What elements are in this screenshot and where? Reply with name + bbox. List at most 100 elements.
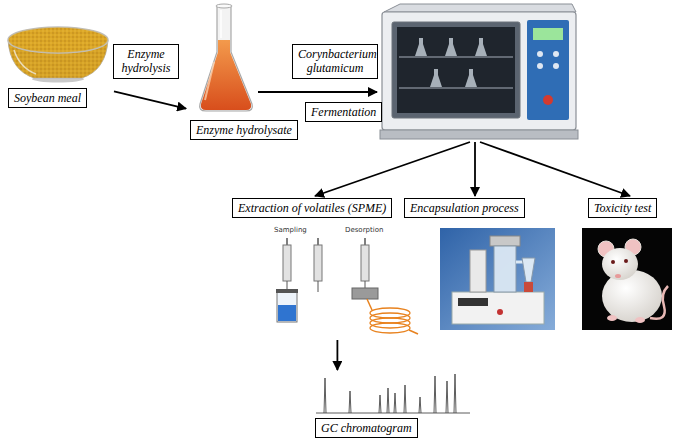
flask <box>200 4 253 111</box>
spme-scheme <box>370 323 410 333</box>
caption-box: Enzyme hydrolysate <box>190 120 298 140</box>
mouse-photo <box>607 315 617 321</box>
process-arrow <box>258 92 630 196</box>
incubator <box>553 63 559 69</box>
incubator <box>543 95 553 105</box>
box-text: Enzyme hydrolysis <box>122 47 171 75</box>
soybean-bowl <box>8 27 108 83</box>
incubator <box>392 22 520 118</box>
spray-dryer-photo <box>452 292 544 324</box>
incubator <box>475 38 487 56</box>
process-box: Enzyme hydrolysis <box>113 44 179 79</box>
incubator <box>533 28 563 40</box>
soybean-bowl <box>8 27 108 53</box>
spray-dryer-photo <box>497 309 503 315</box>
figure-label: Sampling <box>273 226 308 234</box>
incubator <box>380 4 578 139</box>
figure-node: Encapsulation process <box>404 198 556 330</box>
flow-arrow <box>114 91 186 108</box>
incubator <box>380 130 578 139</box>
mouse-photo <box>635 317 645 323</box>
box-text: Encapsulation process <box>410 201 519 215</box>
caption-box: Toxicity test <box>588 198 657 218</box>
incubator <box>465 69 477 87</box>
spme-scheme <box>276 238 418 334</box>
flask <box>200 6 253 111</box>
gc-chromatogram-plot <box>316 374 470 413</box>
incubator <box>384 4 576 12</box>
mouse-photo <box>602 248 638 280</box>
figure-node: Toxicity test <box>588 198 674 330</box>
figure-node: Extraction of volatiles (SPME) <box>232 198 402 338</box>
caption-box: Fermentation <box>305 102 382 122</box>
incubator <box>553 51 559 57</box>
incubator <box>445 38 457 56</box>
caption-box: Corynbacterium glutamicum <box>292 44 378 79</box>
spray-dryer-photo <box>470 250 486 292</box>
mouse-photo <box>582 228 672 330</box>
box-text: Fermentation <box>311 105 376 119</box>
figure-node: Enzyme hydrolysate <box>188 4 298 146</box>
caption-box: Encapsulation process <box>404 198 525 218</box>
flask <box>205 62 214 100</box>
box-text: Soybean meal <box>14 91 81 105</box>
incubator <box>430 69 442 87</box>
box-text: GC chromatogram <box>321 421 412 435</box>
soybean-bowl <box>14 50 36 74</box>
spray-dryer-photo <box>440 228 555 330</box>
spray-dryer-photo <box>524 282 533 292</box>
spme-scheme <box>314 245 322 281</box>
figure-node: GC chromatogram <box>312 372 474 440</box>
process-arrow <box>480 142 630 196</box>
flask <box>201 40 251 110</box>
box-text: Corynbacterium glutamicum <box>298 47 377 75</box>
soybean-bowl <box>8 27 108 53</box>
spme-scheme <box>277 292 297 322</box>
spray-dryer-photo <box>458 298 488 306</box>
incubator <box>397 27 515 113</box>
spme-scheme <box>283 245 291 281</box>
spray-dryer-photo <box>494 246 516 292</box>
box-text: Extraction of volatiles (SPME) <box>238 201 386 215</box>
spme-scheme <box>364 238 366 245</box>
spme-scheme <box>317 238 319 245</box>
incubator <box>399 56 513 58</box>
incubator <box>415 38 427 56</box>
spme-scheme <box>286 238 288 245</box>
mouse-photo <box>611 260 615 264</box>
incubator <box>537 51 543 57</box>
process-arrow <box>315 142 470 196</box>
box-text: Enzyme hydrolysate <box>196 123 292 137</box>
flask <box>220 10 222 38</box>
figure-node: Soybean meal <box>4 22 112 114</box>
flask <box>216 4 232 8</box>
spme-scheme <box>276 289 298 293</box>
spme-scheme <box>352 288 378 299</box>
process-arrow <box>474 142 476 196</box>
caption-box: Enzyme hydrolysis <box>113 44 179 79</box>
process-box: Fermentation <box>305 102 383 123</box>
spme-scheme <box>278 305 296 321</box>
caption-box: Soybean meal <box>8 88 87 108</box>
incubator <box>382 12 576 130</box>
gc-chromatogram-plot <box>324 374 456 413</box>
spme-scheme <box>367 299 372 310</box>
spray-dryer-photo <box>440 228 555 330</box>
spme-scheme <box>361 245 369 281</box>
incubator <box>399 87 513 89</box>
box-text: Toxicity test <box>594 201 651 215</box>
spray-dryer-photo <box>522 258 535 282</box>
gc-chromatogram-plot <box>316 413 470 414</box>
mouse-photo <box>615 274 621 278</box>
incubator <box>527 20 569 120</box>
figure-label: Desorption <box>344 226 384 234</box>
caption-box: GC chromatogram <box>315 418 418 438</box>
incubator <box>537 63 543 69</box>
spray-dryer-photo <box>490 236 520 246</box>
flow-arrow <box>336 340 338 370</box>
process-box: Corynbacterium glutamicum <box>292 44 378 79</box>
caption-box: Extraction of volatiles (SPME) <box>232 198 392 218</box>
process-arrow <box>258 91 377 93</box>
spme-scheme <box>318 281 319 292</box>
